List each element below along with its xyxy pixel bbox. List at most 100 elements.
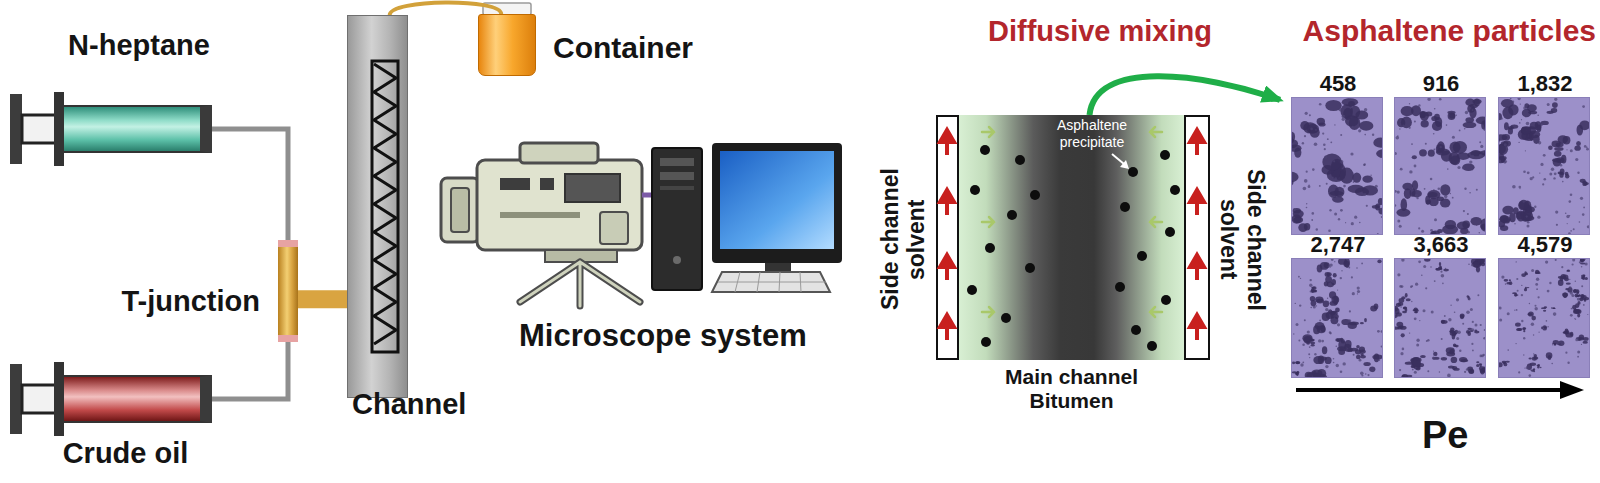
asphaltene-particle <box>1419 149 1427 156</box>
asphaltene-particle <box>1312 212 1315 215</box>
asphaltene-particle <box>1514 294 1519 296</box>
asphaltene-particle <box>1343 115 1345 117</box>
asphaltene-particle <box>1587 314 1588 315</box>
asphaltene-particle <box>1351 276 1353 278</box>
pe-value: 4,579 <box>1494 232 1596 257</box>
asphaltene-particle <box>1471 264 1474 267</box>
asphaltene-particle <box>1499 306 1502 309</box>
asphaltene-particle <box>1325 308 1328 311</box>
asphaltene-particle <box>1570 332 1574 336</box>
t-junction: T-junction <box>278 240 298 342</box>
asphaltene-particle <box>1378 359 1380 361</box>
asphaltene-particle <box>1438 187 1441 190</box>
asphaltene-particle <box>1361 263 1363 265</box>
asphaltene-particle <box>1519 200 1529 210</box>
asphaltene-particle <box>1424 259 1430 262</box>
asphaltene-particle <box>1540 367 1542 369</box>
node-label: Crude oil <box>43 437 208 470</box>
micrograph-tile: 4,579 <box>1498 258 1590 378</box>
asphaltene-particle <box>1573 228 1575 230</box>
asphaltene-particle <box>1583 341 1588 344</box>
computer-tower <box>652 148 702 290</box>
asphaltene-particle <box>1333 273 1337 278</box>
asphaltene-particle <box>1441 320 1445 324</box>
asphaltene-particle <box>1428 150 1435 157</box>
asphaltene-particle <box>1293 333 1294 334</box>
asphaltene-particle <box>1500 117 1503 120</box>
asphaltene-particle <box>1480 368 1485 373</box>
asphaltene-particle <box>1502 206 1514 215</box>
asphaltene-particle <box>1319 185 1321 187</box>
asphaltene-particle <box>1378 208 1382 215</box>
asphaltene-particle <box>1581 266 1583 268</box>
asphaltene-particle <box>1581 344 1582 345</box>
asphaltene-particle <box>1451 357 1458 363</box>
asphaltene-particle <box>1409 170 1412 173</box>
asphaltene-particle <box>1462 163 1474 171</box>
asphaltene-particle <box>1349 310 1351 312</box>
asphaltene-particle <box>1479 232 1481 234</box>
asphaltene-particle <box>1483 128 1485 131</box>
asphaltene-particle <box>1306 341 1310 345</box>
asphaltene-particle <box>1342 118 1345 121</box>
asphaltene-particle <box>1327 272 1332 276</box>
asphaltene-particle <box>1315 129 1317 131</box>
asphaltene-particle <box>1510 98 1512 99</box>
asphaltene-particle <box>1545 261 1548 264</box>
asphaltene-particle <box>1292 145 1302 152</box>
asphaltene-particle <box>1521 119 1522 120</box>
computer-tower <box>660 172 694 180</box>
asphaltene-particle <box>1396 312 1402 316</box>
computer-monitor <box>718 272 826 292</box>
asphaltene-particle <box>1464 371 1466 373</box>
asphaltene-particle <box>1529 357 1532 359</box>
asphaltene-particle <box>1315 297 1323 303</box>
asphaltene-particle <box>1355 188 1369 197</box>
asphaltene-particle <box>1467 367 1473 372</box>
asphaltene-particle <box>1363 362 1370 366</box>
pe-axis-arrow <box>1296 381 1584 399</box>
asphaltene-particle <box>1547 103 1550 106</box>
asphaltene-particle <box>1515 322 1521 326</box>
asphaltene-particle <box>1353 354 1355 356</box>
asphaltene-particle <box>1401 259 1404 262</box>
asphaltene-particle <box>1484 329 1485 331</box>
asphaltene-particle <box>1499 319 1502 322</box>
microscope-camera <box>600 212 628 244</box>
asphaltene-particle <box>1303 187 1307 191</box>
asphaltene-particle <box>1333 358 1335 360</box>
asphaltene-particle <box>1536 288 1538 290</box>
asphaltene-particle <box>1527 363 1532 370</box>
asphaltene-particle <box>1551 363 1553 365</box>
asphaltene-particle <box>1360 322 1364 324</box>
asphaltene-particle <box>1340 338 1344 342</box>
pe-axis-arrow <box>1296 388 1564 392</box>
asphaltene-particle <box>1305 112 1308 115</box>
asphaltene-particle <box>1410 286 1412 288</box>
asphaltene-particle <box>1418 227 1420 229</box>
asphaltene-particle <box>1450 305 1451 306</box>
asphaltene-particle <box>1523 200 1525 202</box>
asphaltene-particle <box>1533 334 1534 335</box>
asphaltene-particle <box>1338 157 1341 160</box>
asphaltene-particle <box>1298 340 1300 342</box>
syringe-plunger <box>22 385 58 413</box>
asphaltene-particle <box>1569 215 1570 216</box>
asphaltene-particle <box>1529 303 1530 304</box>
asphaltene-particle <box>1292 214 1302 223</box>
asphaltene-particle <box>1375 185 1378 188</box>
asphaltene-particle <box>1416 344 1419 347</box>
asphaltene-particle <box>1546 320 1548 322</box>
syringe-plunger <box>10 364 22 434</box>
asphaltene-particle <box>1469 160 1472 163</box>
micrograph <box>1395 259 1485 377</box>
asphaltene-particle <box>1584 297 1589 300</box>
asphaltene-particle <box>1409 127 1411 129</box>
asphaltene-particle <box>1504 143 1507 146</box>
asphaltene-particle <box>1445 268 1446 269</box>
asphaltene-particle <box>1299 304 1301 306</box>
asphaltene-particle <box>1316 305 1317 306</box>
asphaltene-particle <box>1397 191 1400 194</box>
asphaltene-particle <box>1377 330 1380 333</box>
asphaltene-particle <box>1476 364 1479 367</box>
